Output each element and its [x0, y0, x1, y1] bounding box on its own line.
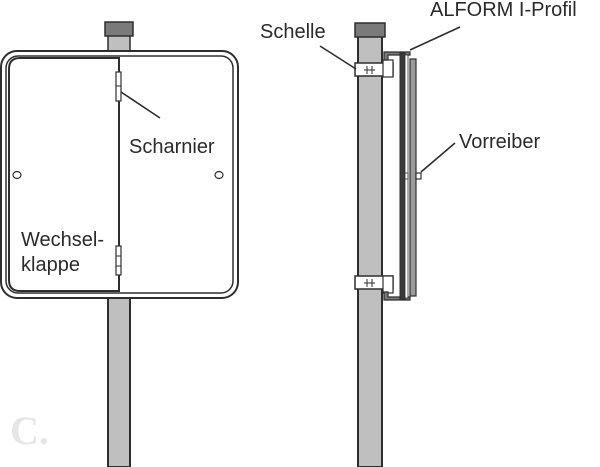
- front-view: Scharnier Wechsel- klappe: [0, 21, 239, 467]
- clamp-top: [354, 59, 394, 78]
- alform-i-profile: [399, 52, 406, 300]
- label-wechselklappe-1: Wechsel-: [21, 229, 104, 251]
- label-wechselklappe-2: klappe: [21, 254, 80, 276]
- mount-hole-right: [214, 170, 224, 180]
- hinge-bottom: [115, 245, 122, 276]
- side-post-cap: [354, 22, 386, 38]
- sign-panel-side: [409, 58, 417, 297]
- front-post-cap: [104, 21, 134, 37]
- label-vorreiber: Vorreiber: [459, 131, 540, 153]
- side-post: [357, 35, 383, 467]
- label-alform-i-profil: ALFORM I-Profil: [430, 0, 577, 21]
- front-post-lower: [107, 295, 131, 467]
- latch-leader-line: [420, 142, 456, 173]
- clamp-leader-line: [319, 45, 357, 70]
- watermark-logo: C.: [10, 408, 49, 453]
- side-view: Schelle ALFORM I-Profil Vorreiber: [260, 0, 577, 467]
- hinge-leader-line: [120, 91, 161, 119]
- clamp-bottom: [354, 275, 394, 294]
- mount-hole-left: [12, 170, 22, 180]
- latch-vorreiber: [415, 172, 422, 180]
- label-scharnier: Scharnier: [129, 136, 215, 158]
- profile-leader-line: [409, 26, 461, 51]
- label-schelle: Schelle: [260, 21, 326, 43]
- flap-panel: [8, 57, 120, 292]
